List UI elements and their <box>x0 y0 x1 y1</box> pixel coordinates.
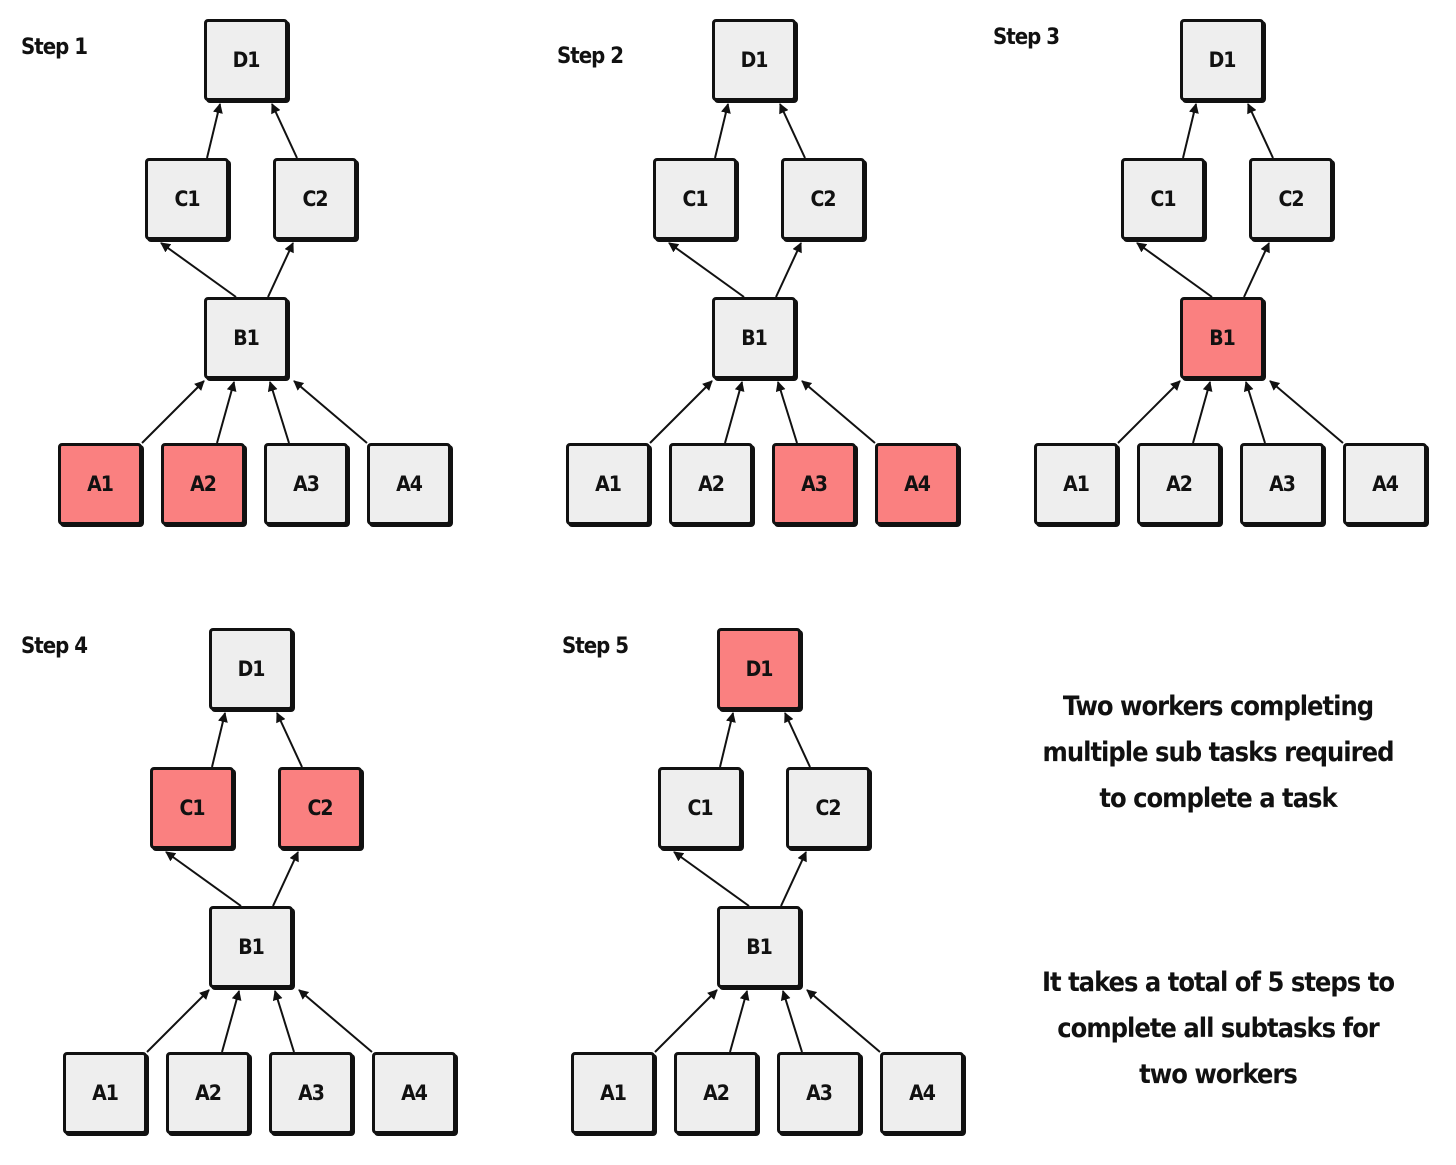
step-1-edge-a1-to-b1 <box>141 380 205 444</box>
step-5-node-d1: D1 <box>717 628 801 710</box>
step-1-node-b1: B1 <box>204 297 288 379</box>
step-5-edge-a4-to-b1 <box>806 989 881 1053</box>
workers-note: Two workers completing multiple sub task… <box>1042 691 1395 814</box>
step-1-node-a3: A3 <box>264 443 348 525</box>
step-4-node-b1: B1 <box>209 906 293 988</box>
step-3-edge-a4-to-b1 <box>1269 380 1344 444</box>
step-3-node-b1: B1 <box>1180 297 1264 379</box>
step-1-node-a4: A4 <box>367 443 451 525</box>
step-4-edge-a3-to-b1 <box>272 990 295 1053</box>
step-5-node-b1: B1 <box>717 906 801 988</box>
step-2-node-a1: A1 <box>566 443 650 525</box>
step-1-label: Step 1 <box>21 35 88 60</box>
step-2-edge-c2-to-d1 <box>779 103 806 159</box>
step-4-node-c2: C2 <box>278 767 362 849</box>
step-1-edge-a2-to-b1 <box>216 381 237 444</box>
step-5-edge-a1-to-b1 <box>654 989 718 1053</box>
step-2-node-a2: A2 <box>669 443 753 525</box>
step-5-edge-a2-to-b1 <box>729 990 750 1053</box>
step-3-edge-c1-to-d1 <box>1182 103 1199 159</box>
step-5-edge-c2-to-d1 <box>784 712 811 768</box>
step-2-edge-a3-to-b1 <box>775 381 798 444</box>
step-2-node-c1: C1 <box>653 158 737 240</box>
step-5-label: Step 5 <box>562 634 629 659</box>
step-1-edge-b1-to-c1 <box>160 242 237 298</box>
step-3-node-a4: A4 <box>1343 443 1427 525</box>
total-steps-note: It takes a total of 5 steps to complete … <box>1041 967 1395 1090</box>
step-3-edge-a2-to-b1 <box>1192 381 1213 444</box>
step-5-edge-b1-to-c1 <box>673 851 750 907</box>
step-5-node-a4: A4 <box>880 1052 964 1134</box>
step-1-node-a1: A1 <box>58 443 142 525</box>
step-2-edge-a1-to-b1 <box>649 380 713 444</box>
step-1-edge-a3-to-b1 <box>267 381 290 444</box>
step-2-edge-b1-to-c2 <box>775 242 802 298</box>
step-3-edge-c2-to-d1 <box>1247 103 1274 159</box>
step-2-node-b1: B1 <box>712 297 796 379</box>
step-5-edge-b1-to-c2 <box>780 851 807 907</box>
step-3-edge-b1-to-c2 <box>1243 242 1270 298</box>
step-4-node-a2: A2 <box>166 1052 250 1134</box>
step-5-edge-c1-to-d1 <box>719 712 736 768</box>
step-1-node-c1: C1 <box>145 158 229 240</box>
step-2-edge-b1-to-c1 <box>668 242 745 298</box>
step-3-node-d1: D1 <box>1180 19 1264 101</box>
step-2-node-a3: A3 <box>772 443 856 525</box>
step-1-edge-a4-to-b1 <box>293 380 368 444</box>
step-4-edge-a1-to-b1 <box>146 989 210 1053</box>
step-5-node-a1: A1 <box>571 1052 655 1134</box>
step-3-node-a2: A2 <box>1137 443 1221 525</box>
step-2-node-a4: A4 <box>875 443 959 525</box>
step-3-node-c2: C2 <box>1249 158 1333 240</box>
step-4-node-a1: A1 <box>63 1052 147 1134</box>
step-1-edge-b1-to-c2 <box>267 242 294 298</box>
step-5-node-a3: A3 <box>777 1052 861 1134</box>
step-1-node-a2: A2 <box>161 443 245 525</box>
step-3-edge-a3-to-b1 <box>1243 381 1266 444</box>
step-2-node-d1: D1 <box>712 19 796 101</box>
step-3-node-c1: C1 <box>1121 158 1205 240</box>
step-2-label: Step 2 <box>557 44 624 69</box>
step-4-edge-a4-to-b1 <box>298 989 373 1053</box>
step-5-node-a2: A2 <box>674 1052 758 1134</box>
step-4-edge-b1-to-c1 <box>165 851 242 907</box>
step-3-label: Step 3 <box>993 25 1060 50</box>
step-2-edge-c1-to-d1 <box>714 103 731 159</box>
step-1-node-d1: D1 <box>204 19 288 101</box>
step-4-edge-a2-to-b1 <box>221 990 242 1053</box>
step-4-node-c1: C1 <box>150 767 234 849</box>
step-4-edge-c1-to-d1 <box>211 712 228 768</box>
step-2-node-c2: C2 <box>781 158 865 240</box>
step-1-edge-c1-to-d1 <box>206 103 223 159</box>
step-1-node-c2: C2 <box>273 158 357 240</box>
step-4-label: Step 4 <box>21 634 88 659</box>
step-2-edge-a2-to-b1 <box>724 381 745 444</box>
step-1-edge-c2-to-d1 <box>271 103 298 159</box>
step-4-node-d1: D1 <box>209 628 293 710</box>
step-5-edge-a3-to-b1 <box>780 990 803 1053</box>
step-3-edge-a1-to-b1 <box>1117 380 1181 444</box>
step-3-node-a3: A3 <box>1240 443 1324 525</box>
step-4-node-a3: A3 <box>269 1052 353 1134</box>
step-4-edge-c2-to-d1 <box>276 712 303 768</box>
step-5-node-c2: C2 <box>786 767 870 849</box>
step-4-edge-b1-to-c2 <box>272 851 299 907</box>
step-2-edge-a4-to-b1 <box>801 380 876 444</box>
step-4-node-a4: A4 <box>372 1052 456 1134</box>
step-3-edge-b1-to-c1 <box>1136 242 1213 298</box>
step-3-node-a1: A1 <box>1034 443 1118 525</box>
step-5-node-c1: C1 <box>658 767 742 849</box>
